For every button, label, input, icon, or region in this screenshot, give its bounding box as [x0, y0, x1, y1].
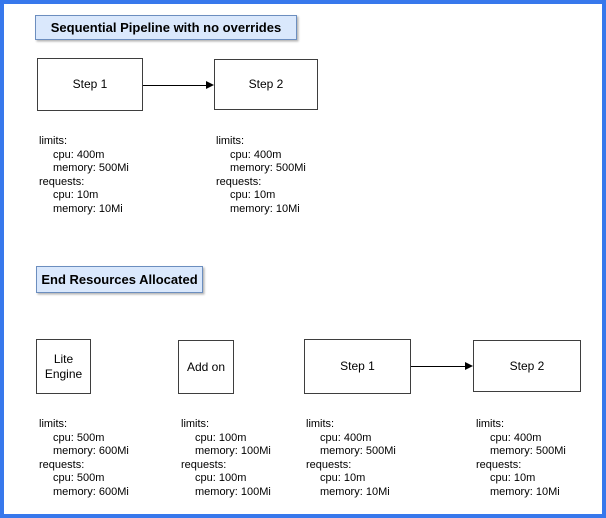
limits-memory: memory: 600Mi: [53, 445, 129, 457]
section2-step1-node: Step 1: [304, 339, 411, 394]
section2-add-on-label: Add on: [186, 359, 226, 374]
requests-label: requests:: [216, 175, 262, 188]
limits-memory: memory: 500Mi: [490, 445, 566, 457]
section2-lite-engine-resources: limits: cpu: 500m memory: 600Mi requests…: [39, 418, 129, 499]
section2-step2-resources: limits: cpu: 400m memory: 500Mi requests…: [476, 418, 566, 499]
section1-step1-node: Step 1: [37, 58, 143, 111]
limits-label: limits:: [216, 135, 245, 147]
limits-label: limits:: [476, 418, 505, 430]
requests-cpu: cpu: 10m: [320, 472, 366, 484]
section1-step2-resources: limits: cpu: 400m memory: 500Mi requests…: [216, 135, 306, 216]
requests-cpu: cpu: 10m: [53, 189, 99, 201]
requests-memory: memory: 10Mi: [53, 202, 123, 215]
requests-memory: memory: 10Mi: [490, 485, 560, 498]
requests-label: requests:: [306, 458, 352, 471]
requests-label: requests:: [39, 175, 85, 188]
limits-memory: memory: 500Mi: [230, 162, 306, 174]
section1-step2-node: Step 2: [214, 59, 318, 110]
requests-memory: memory: 600Mi: [53, 485, 129, 498]
limits-cpu: cpu: 400m: [320, 431, 372, 444]
section2-step2-label: Step 2: [509, 358, 545, 373]
limits-cpu: cpu: 400m: [490, 431, 542, 444]
limits-label: limits:: [39, 418, 68, 430]
section2-add-on-node: Add on: [178, 340, 234, 394]
limits-label: limits:: [306, 418, 335, 430]
section2-title: End Resources Allocated: [36, 266, 203, 293]
limits-label: limits:: [181, 418, 210, 430]
requests-label: requests:: [181, 458, 227, 471]
requests-memory: memory: 10Mi: [230, 202, 300, 215]
section2-lite-engine-label: Lite Engine: [44, 351, 83, 381]
requests-cpu: cpu: 500m: [53, 472, 105, 484]
section2-step1-resources: limits: cpu: 400m memory: 500Mi requests…: [306, 418, 396, 499]
section2-add-on-resources: limits: cpu: 100m memory: 100Mi requests…: [181, 418, 271, 499]
section1-step2-label: Step 2: [248, 77, 284, 91]
section2-lite-engine-node: Lite Engine: [36, 339, 91, 394]
limits-cpu: cpu: 400m: [230, 148, 282, 161]
limits-memory: memory: 100Mi: [195, 445, 271, 457]
limits-cpu: cpu: 500m: [53, 431, 105, 444]
limits-label: limits:: [39, 135, 68, 147]
requests-cpu: cpu: 10m: [230, 189, 276, 201]
requests-label: requests:: [476, 458, 522, 471]
section2-step1-label: Step 1: [340, 359, 375, 373]
limits-memory: memory: 500Mi: [320, 445, 396, 457]
section1-step1-label: Step 1: [72, 77, 108, 91]
section2-arrow-step1-to-step2: [411, 362, 473, 371]
requests-memory: memory: 10Mi: [320, 485, 390, 498]
section1-title: Sequential Pipeline with no overrides: [35, 15, 297, 40]
section1-step1-resources: limits: cpu: 400m memory: 500Mi requests…: [39, 135, 129, 216]
requests-cpu: cpu: 100m: [195, 472, 247, 484]
requests-label: requests:: [39, 458, 85, 471]
requests-cpu: cpu: 10m: [490, 472, 536, 484]
limits-memory: memory: 500Mi: [53, 162, 129, 174]
limits-cpu: cpu: 400m: [53, 148, 105, 161]
section1-arrow-step1-to-step2: [143, 81, 214, 90]
section2-step2-node: Step 2: [473, 340, 581, 392]
limits-cpu: cpu: 100m: [195, 431, 247, 444]
requests-memory: memory: 100Mi: [195, 485, 271, 498]
